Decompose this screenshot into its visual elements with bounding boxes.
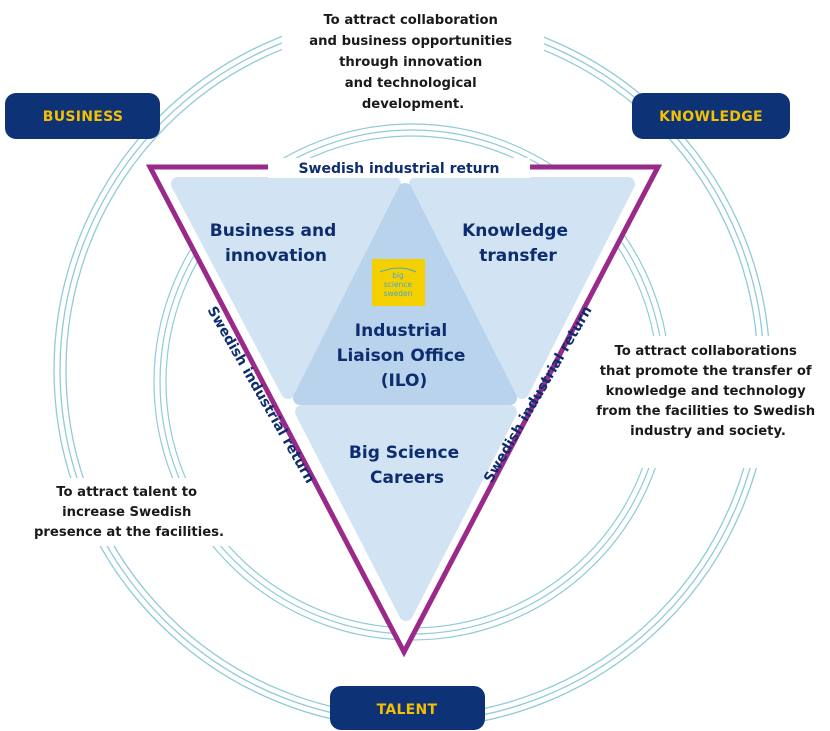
knowledge-transfer-title: Knowledge transfer (462, 221, 574, 266)
triangle-careers (295, 405, 517, 621)
business-pill-label: BUSINESS (43, 109, 124, 125)
triangle-knowledge (409, 177, 635, 399)
business-pill-bg (5, 93, 160, 139)
right-desc-mask (578, 336, 830, 468)
triangle-business (171, 177, 401, 399)
knowledge-description: To attract collaborations that promote t… (596, 344, 819, 439)
talent-pill: TALENT (330, 686, 485, 730)
return-label-top: Swedish industrial return (298, 161, 499, 177)
top-return-gap (268, 158, 530, 178)
business-description: To attract collaboration and business op… (309, 13, 516, 112)
top-desc-mask (282, 6, 544, 114)
business-pill: BUSINESS (5, 93, 160, 139)
left-desc-mask (12, 478, 250, 546)
talent-pill-label: TALENT (377, 702, 438, 718)
logo-background (372, 259, 425, 306)
logo-line-big: big (392, 271, 404, 280)
big-science-sweden-logo: big science sweden (372, 259, 425, 306)
ilo-title: Industrial Liaison Office (ILO) (337, 321, 472, 391)
logo-line-sweden: sweden (384, 289, 413, 298)
logo-line-science: science (384, 280, 413, 289)
logo-swoosh (379, 267, 417, 273)
knowledge-pill: KNOWLEDGE (632, 93, 790, 139)
knowledge-pill-label: KNOWLEDGE (659, 109, 763, 125)
business-innovation-title: Business and innovation (210, 221, 342, 266)
knowledge-pill-bg (632, 93, 790, 139)
talent-pill-bg (330, 686, 485, 730)
big-science-careers-title: Big Science Careers (349, 443, 465, 488)
talent-description: To attract talent to increase Swedish pr… (34, 485, 224, 540)
